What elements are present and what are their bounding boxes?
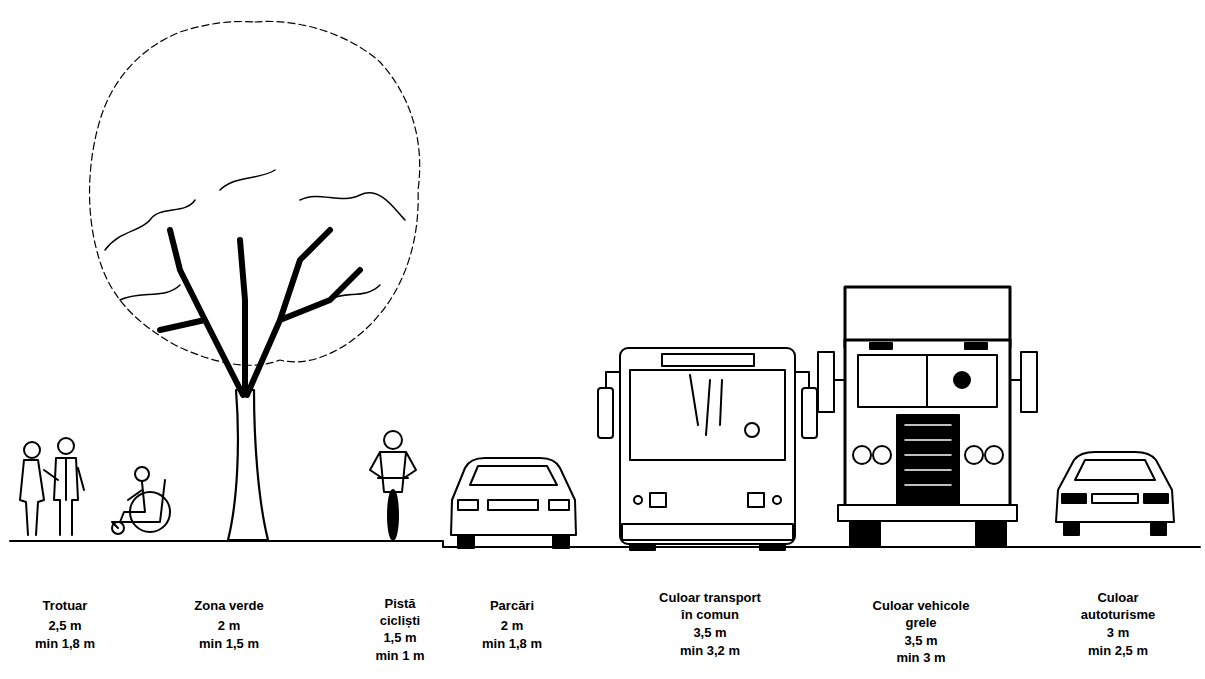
dimension-label: Pistă — [384, 597, 415, 610]
car-headlight — [1144, 494, 1168, 503]
bus-body — [620, 348, 795, 544]
truck-windshield — [858, 355, 997, 407]
bus-mirror-arm — [606, 372, 809, 388]
bus-light — [773, 496, 781, 504]
dimension-label: 2,5 m — [48, 619, 81, 632]
car — [1056, 452, 1174, 535]
person-body — [120, 482, 145, 522]
truck-headlight — [965, 446, 983, 464]
truck-mirror — [1021, 352, 1037, 412]
car-headlight — [1062, 494, 1086, 503]
car-grille — [488, 500, 538, 510]
truck-headlight — [985, 446, 1003, 464]
truck-mirror-arm — [834, 379, 1021, 381]
truck-headlight — [853, 446, 871, 464]
bus-sign — [662, 354, 754, 366]
truck-mirror — [818, 352, 834, 412]
dimension-label: în comun — [681, 608, 739, 621]
bus-mirror — [598, 388, 613, 438]
dimension-label: cicliști — [380, 614, 420, 627]
tree-trunk — [228, 390, 268, 540]
truck-cab — [845, 340, 1010, 510]
bus-wheel — [760, 544, 785, 550]
car-wheel — [1151, 522, 1166, 535]
dimension-label: grele — [905, 616, 936, 629]
car-headlight — [458, 500, 478, 510]
person-body — [20, 460, 58, 535]
dimension-label: min 1,8 m — [482, 637, 542, 650]
truck-grille — [897, 415, 959, 505]
tree — [90, 21, 420, 540]
person-head — [58, 438, 74, 454]
parked-car — [451, 458, 576, 548]
bus-bumper — [622, 524, 793, 540]
dimension-label: 2 m — [501, 619, 523, 632]
bus — [598, 348, 817, 550]
tree-branches — [160, 230, 360, 395]
truck-bumper — [838, 505, 1017, 521]
truck — [818, 287, 1037, 547]
bicycle-handlebar — [378, 477, 408, 479]
cyclist-head — [384, 431, 402, 449]
bus-wipers — [690, 375, 722, 435]
car-windshield — [470, 466, 557, 485]
dimension-label: 3,5 m — [904, 634, 937, 647]
bus-light — [650, 493, 666, 507]
dimension-label: autoturisme — [1081, 608, 1155, 621]
dimension-label: min 1,5 m — [199, 637, 259, 650]
dimension-label: 3 m — [1107, 626, 1129, 639]
dimension-label: 3,5 m — [693, 626, 726, 639]
bus-light — [748, 493, 764, 507]
dimension-label: Parcări — [490, 599, 534, 612]
dimension-label: Culoar transport — [659, 591, 761, 604]
truck-wheel — [976, 521, 1006, 547]
truck-driver — [954, 372, 970, 388]
cyclist-body — [370, 452, 416, 492]
dimension-label: 1,5 m — [383, 631, 416, 644]
bus-windshield — [630, 370, 785, 460]
dimension-label: min 3 m — [896, 651, 945, 664]
car-body — [1056, 452, 1174, 522]
truck-grille-bars — [905, 425, 951, 485]
truck-wheel — [850, 521, 880, 547]
truck-windshield-split — [926, 355, 928, 407]
car-wheel — [1064, 522, 1079, 535]
person-body — [54, 458, 84, 535]
bus-wheel — [630, 544, 655, 550]
dimension-label: Trotuar — [43, 599, 88, 612]
bus-mirror — [802, 388, 817, 438]
car-headlight — [549, 500, 569, 510]
dimension-label: Culoar — [1097, 591, 1138, 604]
ground-line — [10, 541, 1200, 547]
car-body — [451, 458, 576, 535]
car-wheel — [553, 535, 569, 548]
tree-foliage — [105, 170, 405, 300]
car-windshield — [1075, 460, 1155, 480]
truck-cargo — [845, 287, 1010, 347]
cyclist — [370, 431, 416, 540]
person-head — [24, 442, 40, 458]
dimension-label: min 1,8 m — [35, 637, 95, 650]
person-head — [135, 467, 149, 481]
tree-canopy — [90, 21, 420, 365]
wheelchair-frame — [112, 480, 165, 528]
truck-headlight — [873, 446, 891, 464]
pedestrians — [20, 438, 170, 535]
dimension-label: min 3,2 m — [680, 644, 740, 657]
dimension-label: Zona verde — [194, 599, 263, 612]
dimension-label: min 1 m — [375, 649, 424, 662]
dimension-label: Culoar vehicole — [873, 599, 970, 612]
bus-light — [634, 496, 642, 504]
car-grille — [1092, 494, 1138, 503]
truck-roof-lights — [965, 343, 987, 349]
bicycle-wheel — [388, 490, 398, 540]
dimension-label: min 2,5 m — [1088, 644, 1148, 657]
dimension-label: 2 m — [218, 619, 240, 632]
car-wheel — [458, 535, 474, 548]
truck-roof-lights — [870, 343, 892, 349]
bus-driver — [745, 423, 759, 437]
